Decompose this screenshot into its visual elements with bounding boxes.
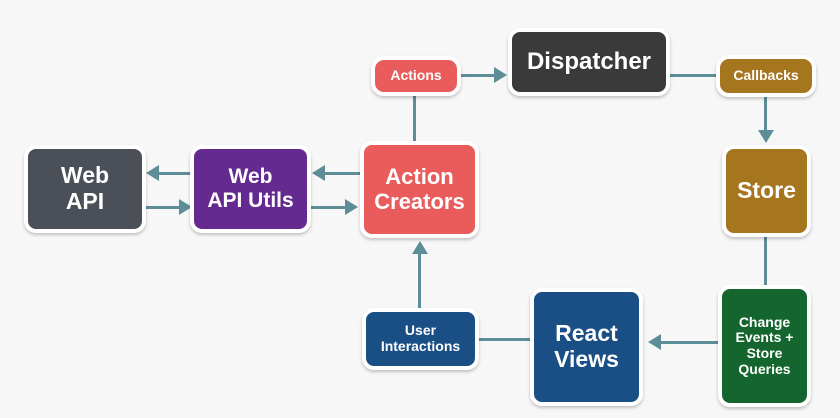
node-user-interactions-line1: User xyxy=(404,322,437,339)
node-dispatcher-label: Dispatcher xyxy=(526,47,652,75)
node-react-views-line1: React xyxy=(555,320,618,347)
node-web-api[interactable]: Web API xyxy=(24,145,146,233)
node-react-views[interactable]: React Views xyxy=(530,288,643,406)
edge-react-views-to-user-interactions xyxy=(478,338,532,341)
arrowhead-web-api-to-web-api-utils xyxy=(179,199,192,215)
node-change-events-line4: Queries xyxy=(738,360,791,377)
edge-web-api-utils-to-web-api xyxy=(158,172,192,175)
node-user-interactions[interactable]: User Interactions xyxy=(362,308,479,370)
node-store-label: Store xyxy=(737,177,796,204)
edge-action-creators-to-actions xyxy=(413,94,416,144)
edge-action-creators-to-web-api-utils xyxy=(325,172,363,175)
node-change-events-line3: Store xyxy=(746,345,783,361)
arrowhead-callbacks-to-store xyxy=(758,130,774,143)
node-action-creators-line2: Creators xyxy=(374,188,465,214)
arrowhead-web-api-utils-to-action-creators xyxy=(345,199,358,215)
node-web-api-utils-line1: Web xyxy=(228,165,273,189)
edge-user-interactions-to-action-creators xyxy=(418,252,421,310)
edge-dispatcher-to-callbacks xyxy=(670,74,718,77)
edge-actions-to-dispatcher xyxy=(461,74,497,77)
node-web-api-utils[interactable]: Web API Utils xyxy=(190,145,311,233)
node-change-events-store-queries[interactable]: Change Events + Store Queries xyxy=(718,285,811,407)
node-action-creators[interactable]: Action Creators xyxy=(360,141,479,238)
arrowhead-user-interactions-to-action-creators xyxy=(412,241,428,254)
node-actions[interactable]: Actions xyxy=(371,56,461,96)
node-change-events-line2: Events + xyxy=(735,329,794,346)
edge-web-api-to-web-api-utils xyxy=(145,206,181,209)
node-store[interactable]: Store xyxy=(722,145,811,237)
node-change-events-line1: Change xyxy=(738,313,791,330)
edge-change-events-to-react-views xyxy=(660,341,720,344)
arrowhead-actions-to-dispatcher xyxy=(494,67,507,83)
node-dispatcher[interactable]: Dispatcher xyxy=(508,28,670,96)
edge-callbacks-to-store xyxy=(764,96,767,132)
node-web-api-utils-line2: API Utils xyxy=(207,189,294,212)
node-callbacks-label: Callbacks xyxy=(733,67,799,84)
node-web-api-line2: API xyxy=(65,188,105,214)
node-callbacks[interactable]: Callbacks xyxy=(716,55,816,97)
node-user-interactions-line2: Interactions xyxy=(380,338,461,354)
edge-store-to-change-events xyxy=(764,236,767,287)
node-action-creators-line1: Action xyxy=(385,163,454,189)
arrowhead-web-api-utils-to-web-api xyxy=(146,165,159,181)
edge-web-api-utils-to-action-creators xyxy=(311,206,347,209)
arrowhead-change-events-to-react-views xyxy=(648,334,661,350)
node-actions-label: Actions xyxy=(390,67,442,84)
node-react-views-line2: Views xyxy=(554,346,619,372)
arrowhead-action-creators-to-web-api-utils xyxy=(312,165,325,181)
node-web-api-line1: Web xyxy=(60,162,110,189)
